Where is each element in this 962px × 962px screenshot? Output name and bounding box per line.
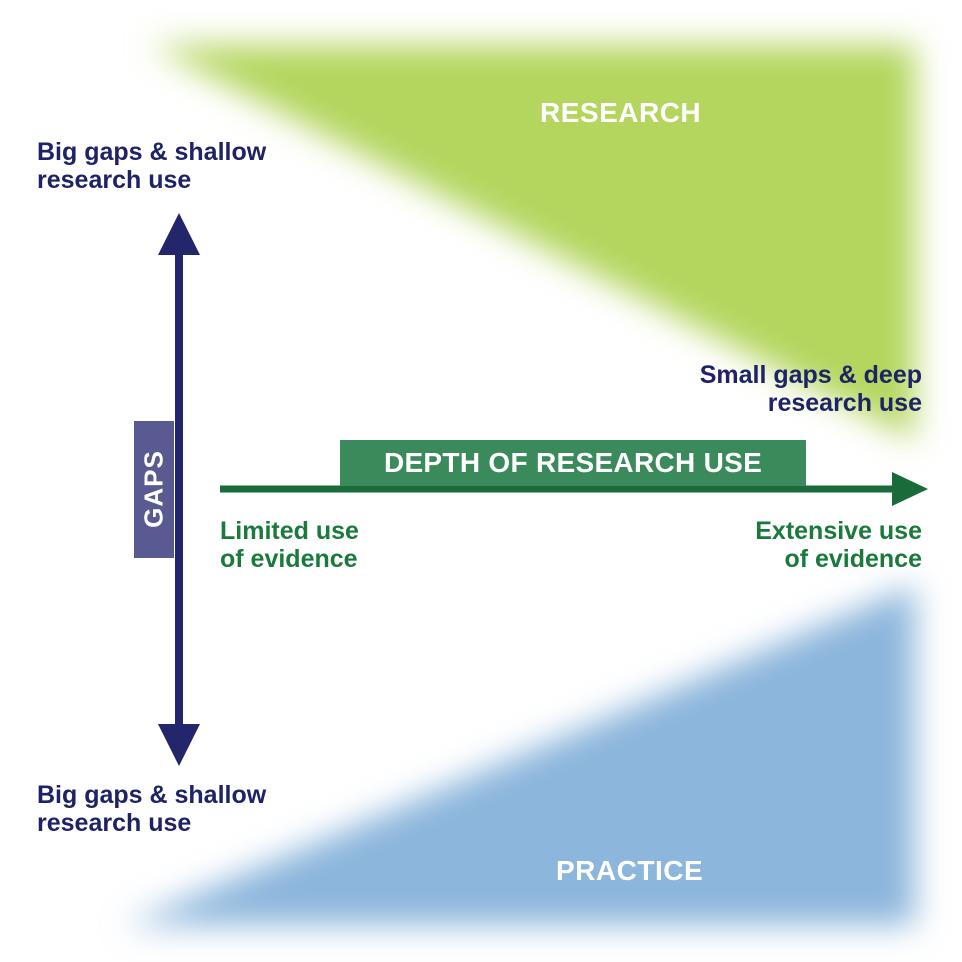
research-region: [150, 45, 915, 440]
research-region-title: RESEARCH: [540, 97, 702, 128]
convergence-note-line-1: Small gaps & deep: [699, 361, 922, 389]
extensive-use-note-line-1: Extensive use: [755, 517, 922, 545]
top-gaps-note: Big gaps & shallow research use: [37, 138, 266, 194]
convergence-note-line-2: research use: [767, 389, 922, 417]
bottom-gaps-note-line-1: Big gaps & shallow: [37, 781, 267, 809]
limited-use-note: Limited use of evidence: [220, 517, 359, 573]
gaps-axis-arrowhead-up: [158, 213, 200, 255]
convergence-note: Small gaps & deep research use: [700, 361, 922, 417]
extensive-use-note-line-2: of evidence: [784, 545, 922, 573]
top-gaps-note-line-2: research use: [37, 166, 192, 194]
limited-use-note-line-1: Limited use: [220, 517, 359, 545]
gaps-label-box: [134, 421, 174, 558]
bottom-gaps-note: Big gaps & shallow research use: [37, 781, 266, 837]
depth-axis-arrowhead: [892, 472, 928, 506]
gaps-label: GAPS: [138, 450, 169, 528]
practice-region-title: PRACTICE: [556, 855, 704, 886]
depth-axis-banner: DEPTH OF RESEARCH USE: [340, 440, 806, 486]
bottom-gaps-note-line-2: research use: [37, 809, 192, 837]
top-gaps-note-line-1: Big gaps & shallow: [37, 138, 267, 166]
extensive-use-note: Extensive use of evidence: [755, 517, 922, 573]
depth-axis-label: DEPTH OF RESEARCH USE: [383, 447, 763, 478]
gaps-axis-arrowhead-down: [158, 724, 200, 766]
limited-use-note-line-2: of evidence: [220, 545, 358, 573]
practice-region: [125, 585, 915, 925]
